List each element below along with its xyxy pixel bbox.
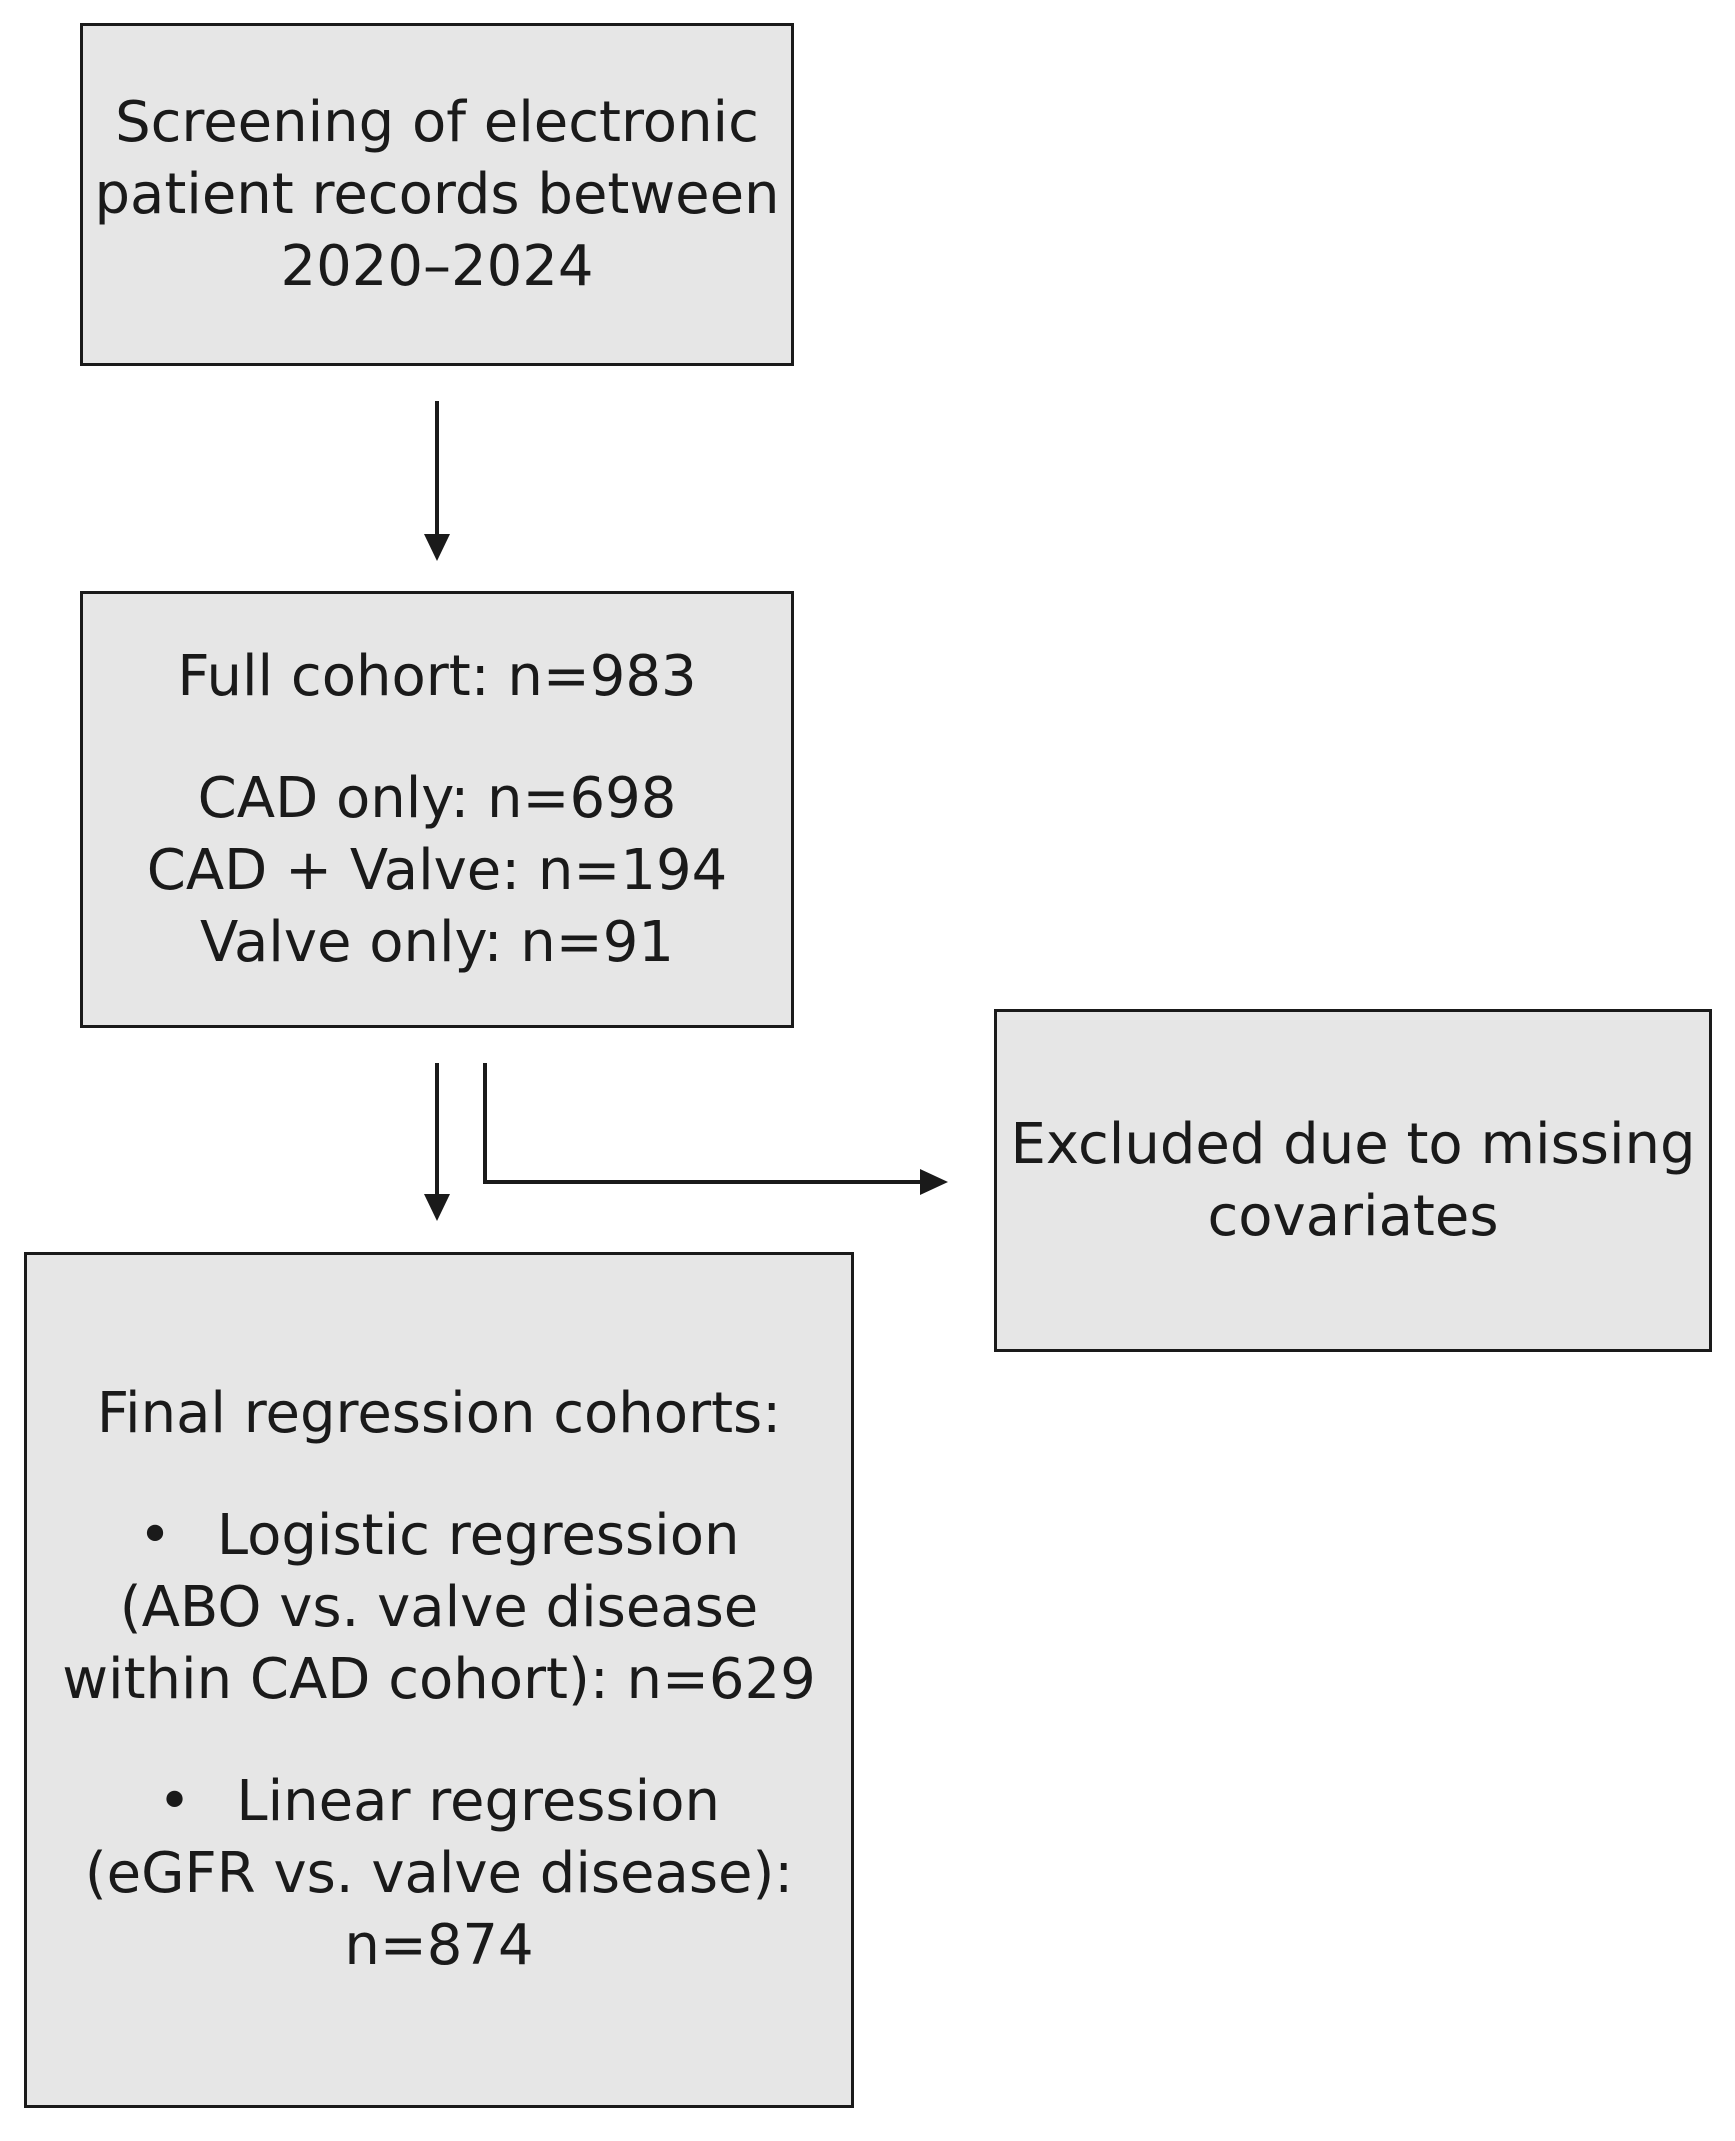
- bullet-icon: •: [138, 1503, 172, 1568]
- arrow-screening-to-cohort: [424, 401, 450, 561]
- screening-line-1: Screening of electronic: [115, 89, 759, 155]
- valve-only-count: Valve only: n=91: [200, 909, 674, 975]
- cad-valve-count: CAD + Valve: n=194: [146, 837, 728, 903]
- arrow-cohort-to-final: [424, 1063, 450, 1221]
- final-cohorts-header: Final regression cohorts:: [96, 1381, 782, 1446]
- excluded-box: Excluded due to missing covariates: [994, 1009, 1712, 1352]
- full-cohort-header: Full cohort: n=983: [177, 643, 697, 709]
- excluded-line-1: Excluded due to missing: [1010, 1111, 1696, 1177]
- screening-line-3: 2020–2024: [280, 233, 594, 299]
- linear-regression-line-1: (eGFR vs. valve disease):: [84, 1841, 794, 1906]
- linear-regression-line-2: n=874: [344, 1913, 534, 1978]
- screening-box: Screening of electronic patient records …: [80, 23, 794, 366]
- logistic-regression-line-2: within CAD cohort): n=629: [62, 1647, 816, 1712]
- bullet-icon: •: [158, 1769, 192, 1834]
- screening-line-2: patient records between: [94, 161, 780, 227]
- final-cohorts-box: Final regression cohorts: • Logistic regr…: [24, 1252, 854, 2108]
- logistic-regression-line-1: (ABO vs. valve disease: [119, 1575, 759, 1640]
- arrow-cohort-to-excluded: [483, 1063, 948, 1195]
- cad-only-count: CAD only: n=698: [197, 765, 677, 831]
- logistic-regression-label: Logistic regression: [216, 1503, 740, 1568]
- full-cohort-box: Full cohort: n=983 CAD only: n=698 CAD +…: [80, 591, 794, 1028]
- linear-regression-title: • Linear regression: [158, 1766, 720, 1838]
- logistic-regression-title: • Logistic regression: [139, 1500, 740, 1572]
- excluded-line-2: covariates: [1207, 1183, 1499, 1249]
- linear-regression-label: Linear regression: [236, 1769, 720, 1834]
